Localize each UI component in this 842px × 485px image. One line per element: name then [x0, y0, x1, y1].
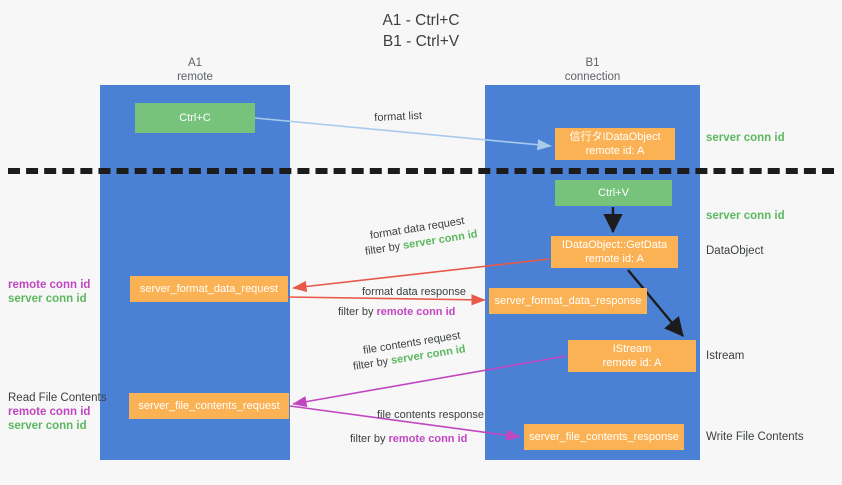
label-server-conn-id-left-bottom: server conn id: [8, 420, 87, 432]
label-write-file-contents: Write File Contents: [706, 431, 804, 443]
page-title: A1 - Ctrl+C B1 - Ctrl+V: [382, 12, 460, 50]
node-server-file-contents-response[interactable]: server_file_contents_response: [524, 424, 684, 450]
label-read-file-contents: Read File Contents: [8, 392, 107, 404]
label-server-conn-id-middle: server conn id: [706, 210, 785, 222]
label-group-read-file-contents: Read File Contents remote conn id server…: [8, 391, 106, 433]
node-idataobject[interactable]: 信行タIDataObject remote id: A: [555, 128, 675, 160]
label-group-format-filters: remote conn id server conn id: [8, 278, 90, 306]
node-server-file-contents-request[interactable]: server_file_contents_request: [129, 393, 289, 419]
node-ctrl-c[interactable]: Ctrl+C: [135, 103, 255, 133]
label-remote-conn-id-middle: remote conn id: [8, 279, 91, 291]
column-header-a1: A1 remote: [177, 57, 213, 83]
edge-label-format-data-response: format data response: [362, 286, 466, 298]
filter-prefix: filter by: [364, 239, 405, 258]
filter-prefix: filter by: [352, 354, 393, 373]
edge-label-format-list: format list: [374, 109, 423, 124]
label-istream: Istream: [706, 350, 745, 362]
phase-divider: [8, 168, 834, 174]
node-server-format-data-response[interactable]: server_format_data_response: [489, 288, 647, 314]
filter-value-remote-conn-id: remote conn id: [388, 433, 468, 445]
column-header-b1: B1 connection: [564, 57, 621, 83]
label-server-conn-id-left-middle: server conn id: [8, 293, 87, 305]
node-server-format-data-request[interactable]: server_format_data_request: [130, 276, 288, 302]
filter-prefix: filter by: [338, 306, 377, 318]
node-istream[interactable]: IStream remote id: A: [568, 340, 696, 372]
filter-prefix: filter by: [350, 433, 389, 445]
edge-label-file-contents-response: file contents response: [377, 409, 485, 421]
label-dataobject: DataObject: [706, 245, 764, 257]
label-remote-conn-id-bottom: remote conn id: [8, 406, 91, 418]
node-idataobject-getdata[interactable]: IDataObject::GetData remote id: A: [551, 236, 678, 268]
label-server-conn-id-top: server conn id: [706, 132, 785, 144]
edge-label-format-data-response-filter: filter by remote conn id: [338, 305, 455, 320]
edge-label-file-contents-response-filter: filter by remote conn id: [350, 432, 467, 447]
filter-value-remote-conn-id: remote conn id: [376, 306, 456, 318]
node-ctrl-v[interactable]: Ctrl+V: [555, 180, 672, 206]
